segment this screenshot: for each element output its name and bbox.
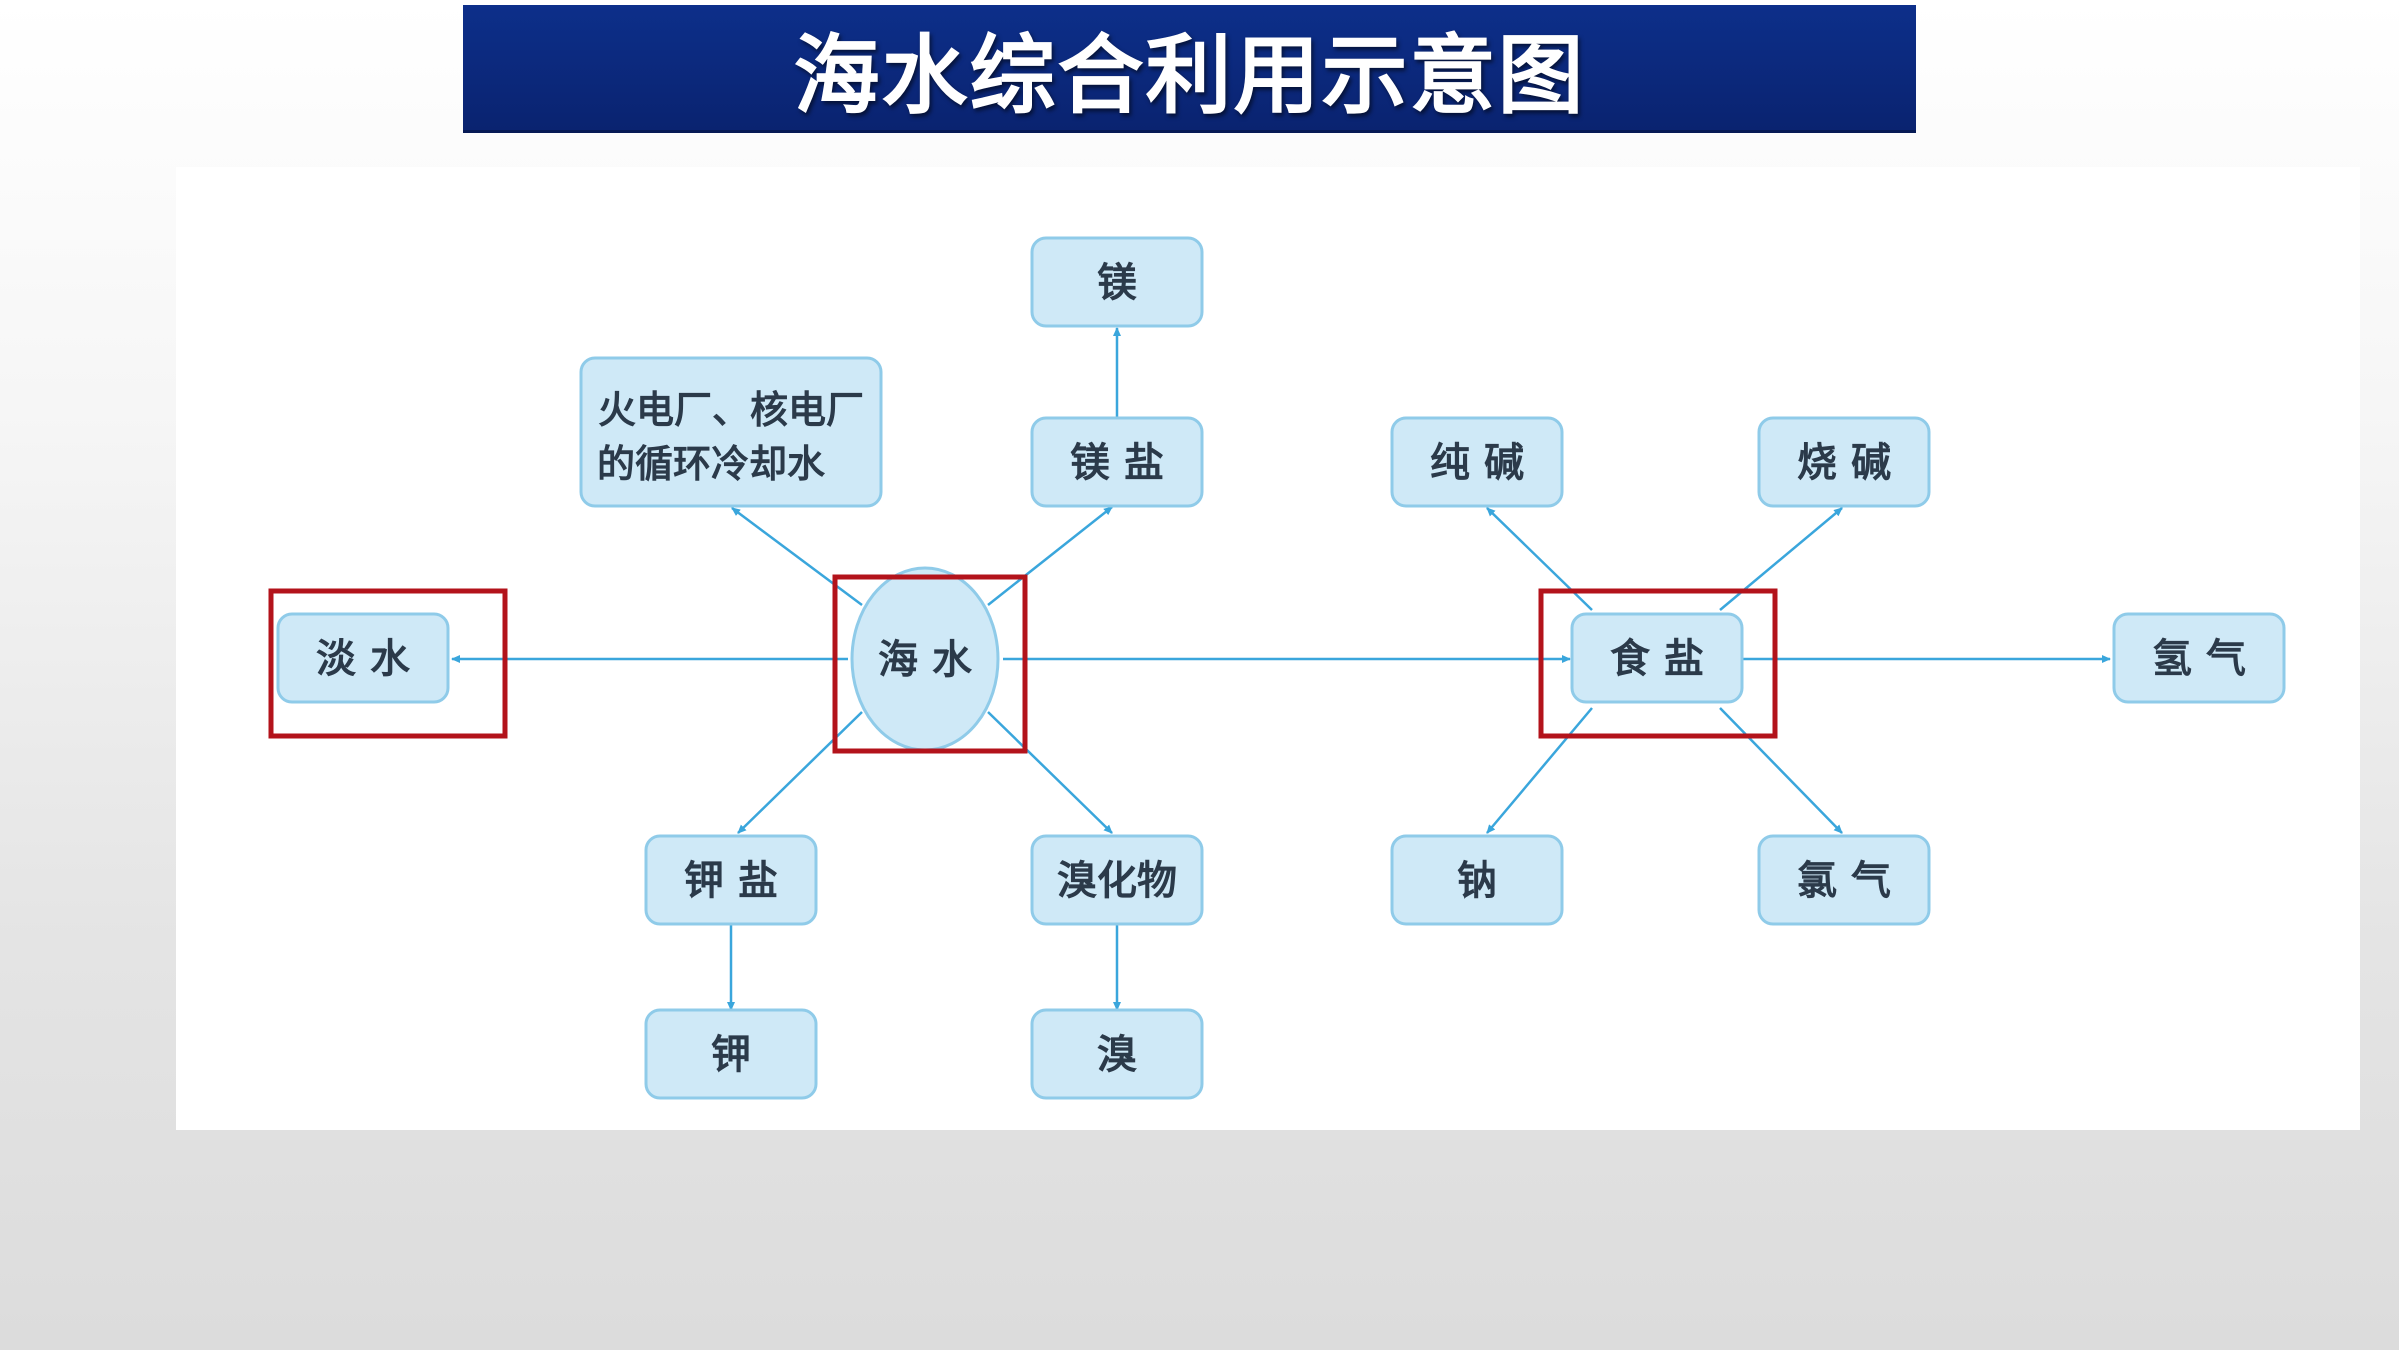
node-hydrogen-label: 氢 气 xyxy=(2152,636,2246,682)
highlight-frame-freshwater xyxy=(268,588,508,739)
node-seawater: 海 水 xyxy=(850,566,1000,752)
node-magnesium-salt: 镁 盐 xyxy=(1030,416,1204,508)
highlight-frame-salt xyxy=(1538,588,1778,739)
node-bromine: 溴 xyxy=(1030,1008,1204,1100)
node-sodium: 钠 xyxy=(1390,834,1564,926)
node-caustic-soda-label: 烧 碱 xyxy=(1797,440,1891,486)
node-freshwater-label: 淡 水 xyxy=(316,636,411,682)
node-potassium: 钾 xyxy=(644,1008,818,1100)
node-bromide-label: 溴化物 xyxy=(1057,858,1177,904)
connectors xyxy=(451,327,2111,1011)
arrow-seawater-to-magnesium-salt xyxy=(987,506,1113,606)
arrow-seawater-to-potassium-salt xyxy=(737,711,863,834)
node-bromine-label: 溴 xyxy=(1097,1032,1138,1078)
arrow-seawater-to-cooling xyxy=(731,506,863,607)
node-cooling-water: 火电厂、核电厂 的循环冷却水 xyxy=(579,356,883,508)
node-soda-ash-label: 纯 碱 xyxy=(1430,440,1524,486)
node-seawater-label: 海 水 xyxy=(878,637,973,683)
node-cooling-water-line2: 的循环冷却水 xyxy=(597,442,826,486)
node-hydrogen: 氢 气 xyxy=(2112,612,2286,704)
page-title: 海水综合利用示意图 xyxy=(793,26,1586,126)
node-soda-ash: 纯 碱 xyxy=(1390,416,1564,508)
node-potassium-label: 钾 xyxy=(711,1032,751,1078)
node-bromide: 溴化物 xyxy=(1030,834,1204,926)
node-potassium-salt-label: 钾 盐 xyxy=(684,858,778,904)
node-potassium-salt: 钾 盐 xyxy=(644,834,818,926)
node-salt-label: 食 盐 xyxy=(1610,636,1704,682)
node-caustic-soda: 烧 碱 xyxy=(1757,416,1931,508)
arrow-salt-to-sodium xyxy=(1486,707,1593,834)
arrow-seawater-to-bromide xyxy=(987,711,1113,834)
node-chlorine-label: 氯 气 xyxy=(1797,858,1891,904)
diagram-panel xyxy=(176,167,2360,1130)
title-bar: 海水综合利用示意图 xyxy=(463,5,1916,133)
node-freshwater: 淡 水 xyxy=(276,612,450,704)
node-chlorine: 氯 气 xyxy=(1757,834,1931,926)
node-magnesium-label: 镁 xyxy=(1097,260,1137,306)
arrow-salt-to-chlorine xyxy=(1719,707,1843,834)
node-salt: 食 盐 xyxy=(1570,612,1744,704)
node-magnesium: 镁 xyxy=(1030,236,1204,328)
node-sodium-label: 钠 xyxy=(1457,858,1497,904)
highlight-frame-seawater xyxy=(832,574,1028,754)
arrow-salt-to-caustic-soda xyxy=(1719,507,1843,611)
highlight-frames xyxy=(268,574,1778,754)
node-cooling-water-line1: 火电厂、核电厂 xyxy=(598,388,864,432)
node-magnesium-salt-label: 镁 盐 xyxy=(1070,440,1164,486)
